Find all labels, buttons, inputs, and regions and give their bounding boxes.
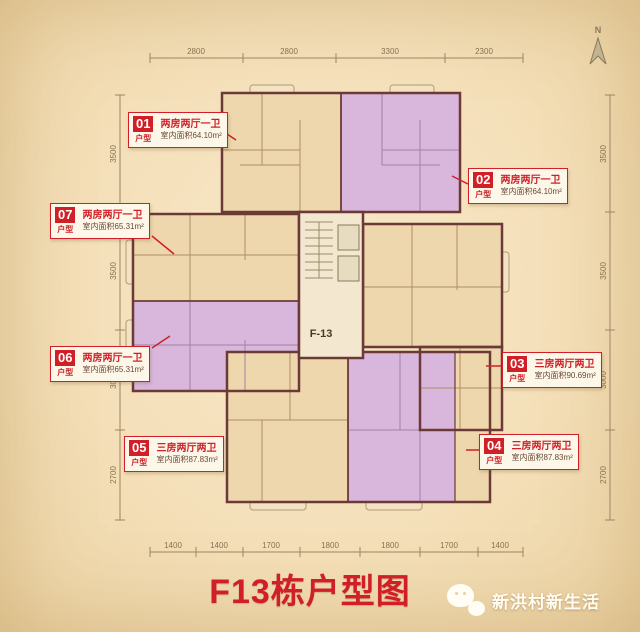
unit-label-01: 01 户型 两房两厅一卫 室内面积64.10m² bbox=[128, 112, 228, 148]
elevator-shaft bbox=[337, 224, 360, 251]
unit-number: 03 bbox=[507, 355, 528, 373]
unit-number: 02 bbox=[473, 171, 494, 189]
unit-03-area bbox=[363, 224, 502, 347]
dim-left-1: 3500 bbox=[109, 262, 118, 280]
unit-area: 室内面积64.10m² bbox=[160, 131, 222, 141]
unit-number: 01 bbox=[133, 115, 154, 133]
unit-label-03: 03 户型 三房两厅两卫 室内面积90.69m² bbox=[502, 352, 602, 388]
unit-07-area bbox=[133, 214, 299, 301]
unit-huxing-text: 户型 bbox=[57, 225, 74, 235]
unit-number: 04 bbox=[484, 437, 505, 455]
unit-type: 两房两厅一卫 bbox=[82, 352, 143, 364]
dim-top-1: 2800 bbox=[280, 47, 298, 56]
unit-area: 室内面积87.83m² bbox=[156, 455, 218, 465]
unit-number: 05 bbox=[129, 439, 150, 457]
unit-04-area bbox=[348, 352, 455, 502]
unit-label-07: 07 户型 两房两厅一卫 室内面积65.31m² bbox=[50, 203, 150, 239]
dim-bottom-3: 1800 bbox=[321, 541, 339, 550]
dim-top-3: 2300 bbox=[475, 47, 493, 56]
building-code-label: F-13 bbox=[310, 328, 333, 340]
dim-right-2: 3000 bbox=[599, 371, 608, 389]
unit-area: 室内面积65.31m² bbox=[82, 365, 144, 375]
unit-huxing-text: 户型 bbox=[475, 190, 492, 200]
core-stairwell: F-13 bbox=[297, 210, 365, 360]
dim-bottom-1: 1400 bbox=[210, 541, 228, 550]
unit-area: 室内面积90.69m² bbox=[534, 371, 596, 381]
page-title: F13栋户型图 bbox=[209, 573, 411, 611]
unit-huxing-text: 户型 bbox=[131, 458, 148, 468]
wechat-icon bbox=[447, 584, 485, 616]
unit-05-area bbox=[227, 352, 348, 502]
unit-label-06: 06 户型 两房两厅一卫 室内面积65.31m² bbox=[50, 346, 150, 382]
unit-type: 两房两厅一卫 bbox=[500, 174, 561, 186]
unit-label-02: 02 户型 两房两厅一卫 室内面积64.10m² bbox=[468, 168, 568, 204]
room-partitions bbox=[133, 93, 502, 502]
unit-type: 三房两厅两卫 bbox=[534, 358, 595, 370]
dim-left-0: 3500 bbox=[109, 145, 118, 163]
dim-bottom-2: 1700 bbox=[262, 541, 280, 550]
unit-huxing-text: 户型 bbox=[509, 374, 526, 384]
unit-label-05: 05 户型 三房两厅两卫 室内面积87.83m² bbox=[124, 436, 224, 472]
dim-top-0: 2800 bbox=[187, 47, 205, 56]
unit-huxing-text: 户型 bbox=[486, 456, 503, 466]
dim-top-2: 3300 bbox=[381, 47, 399, 56]
unit-area: 室内面积65.31m² bbox=[82, 222, 144, 232]
unit-number: 07 bbox=[55, 206, 76, 224]
unit-huxing-text: 户型 bbox=[57, 368, 74, 378]
unit-type: 两房两厅一卫 bbox=[160, 118, 221, 130]
unit-area: 室内面积64.10m² bbox=[500, 187, 562, 197]
unit-type: 三房两厅两卫 bbox=[511, 440, 572, 452]
unit-number: 06 bbox=[55, 349, 76, 367]
unit-huxing-text: 户型 bbox=[135, 134, 152, 144]
wechat-account-name: 新洪村新生活 bbox=[492, 592, 600, 612]
unit-02-area bbox=[341, 93, 460, 212]
unit-fills bbox=[133, 93, 502, 502]
unit-label-04: 04 户型 三房两厅两卫 室内面积87.83m² bbox=[479, 434, 579, 470]
dim-right-3: 2700 bbox=[599, 466, 608, 484]
dim-bottom-6: 1400 bbox=[491, 541, 509, 550]
unit-04-side-area bbox=[455, 352, 490, 502]
unit-type: 两房两厅一卫 bbox=[82, 209, 143, 221]
dim-left-3: 2700 bbox=[109, 466, 118, 484]
dim-right-1: 3500 bbox=[599, 262, 608, 280]
unit-01-area bbox=[222, 93, 341, 212]
dim-right-0: 3500 bbox=[599, 145, 608, 163]
dimension-lines bbox=[115, 53, 615, 557]
wechat-watermark: 新洪村新生活 bbox=[447, 584, 600, 616]
dimension-labels: 2800 2800 3300 2300 1400 1400 1700 1800 … bbox=[109, 47, 608, 550]
north-label: N bbox=[595, 25, 602, 35]
dim-bottom-4: 1800 bbox=[381, 541, 399, 550]
north-arrow: N bbox=[589, 25, 607, 65]
unit-area: 室内面积87.83m² bbox=[511, 453, 573, 463]
dim-bottom-5: 1700 bbox=[440, 541, 458, 550]
elevator-shaft bbox=[337, 255, 360, 282]
unit-type: 三房两厅两卫 bbox=[156, 442, 217, 454]
dim-bottom-0: 1400 bbox=[164, 541, 182, 550]
